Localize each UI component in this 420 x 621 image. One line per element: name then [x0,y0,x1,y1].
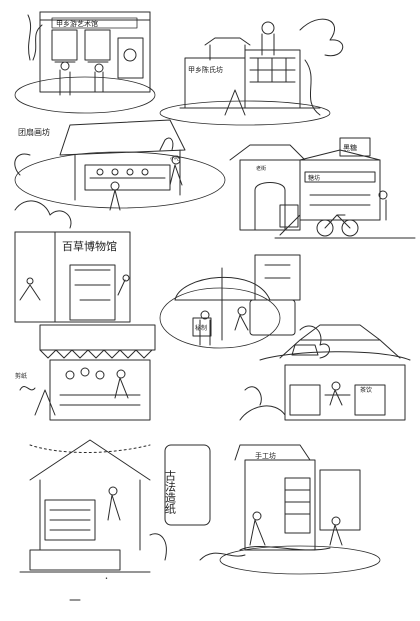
sign-shop: 糖坊 [308,174,320,182]
sign-tea: 茶饮 [360,386,372,394]
scene-pagoda-shop [239,324,411,421]
sign-shop-row: 老街 [256,165,266,172]
svg-text:•: • [105,576,108,582]
scene-handcraft-shop [199,444,381,575]
sign-craft-shop: 甲乡陈氏坊 [188,65,223,74]
sign-left: 剪纸 [15,372,27,380]
sign-snack: 黑糖 [343,143,357,152]
scene-museum-hall [14,200,131,323]
sign-library: 百草博物馆 [62,239,117,253]
sign-fan: 团扇画坊 [18,127,50,137]
scene-tea-stall [14,119,226,211]
scene-umbrella-cafe [159,254,330,359]
sign-paper: 古法造纸 [164,470,177,514]
scene-lantern-stall [19,324,156,421]
scene-museum [14,11,156,114]
scene-shopfront-row [229,137,416,239]
sign-side-note: 小吃 [170,155,180,162]
sign-stall: 秘制 [195,324,207,332]
sign-cabin: 手工坊 [255,451,276,460]
sign-museum: 甲乡游艺术馆 [56,19,98,28]
scene-craft-shop [159,18,343,126]
scene-paper-workshop: • [19,439,211,582]
